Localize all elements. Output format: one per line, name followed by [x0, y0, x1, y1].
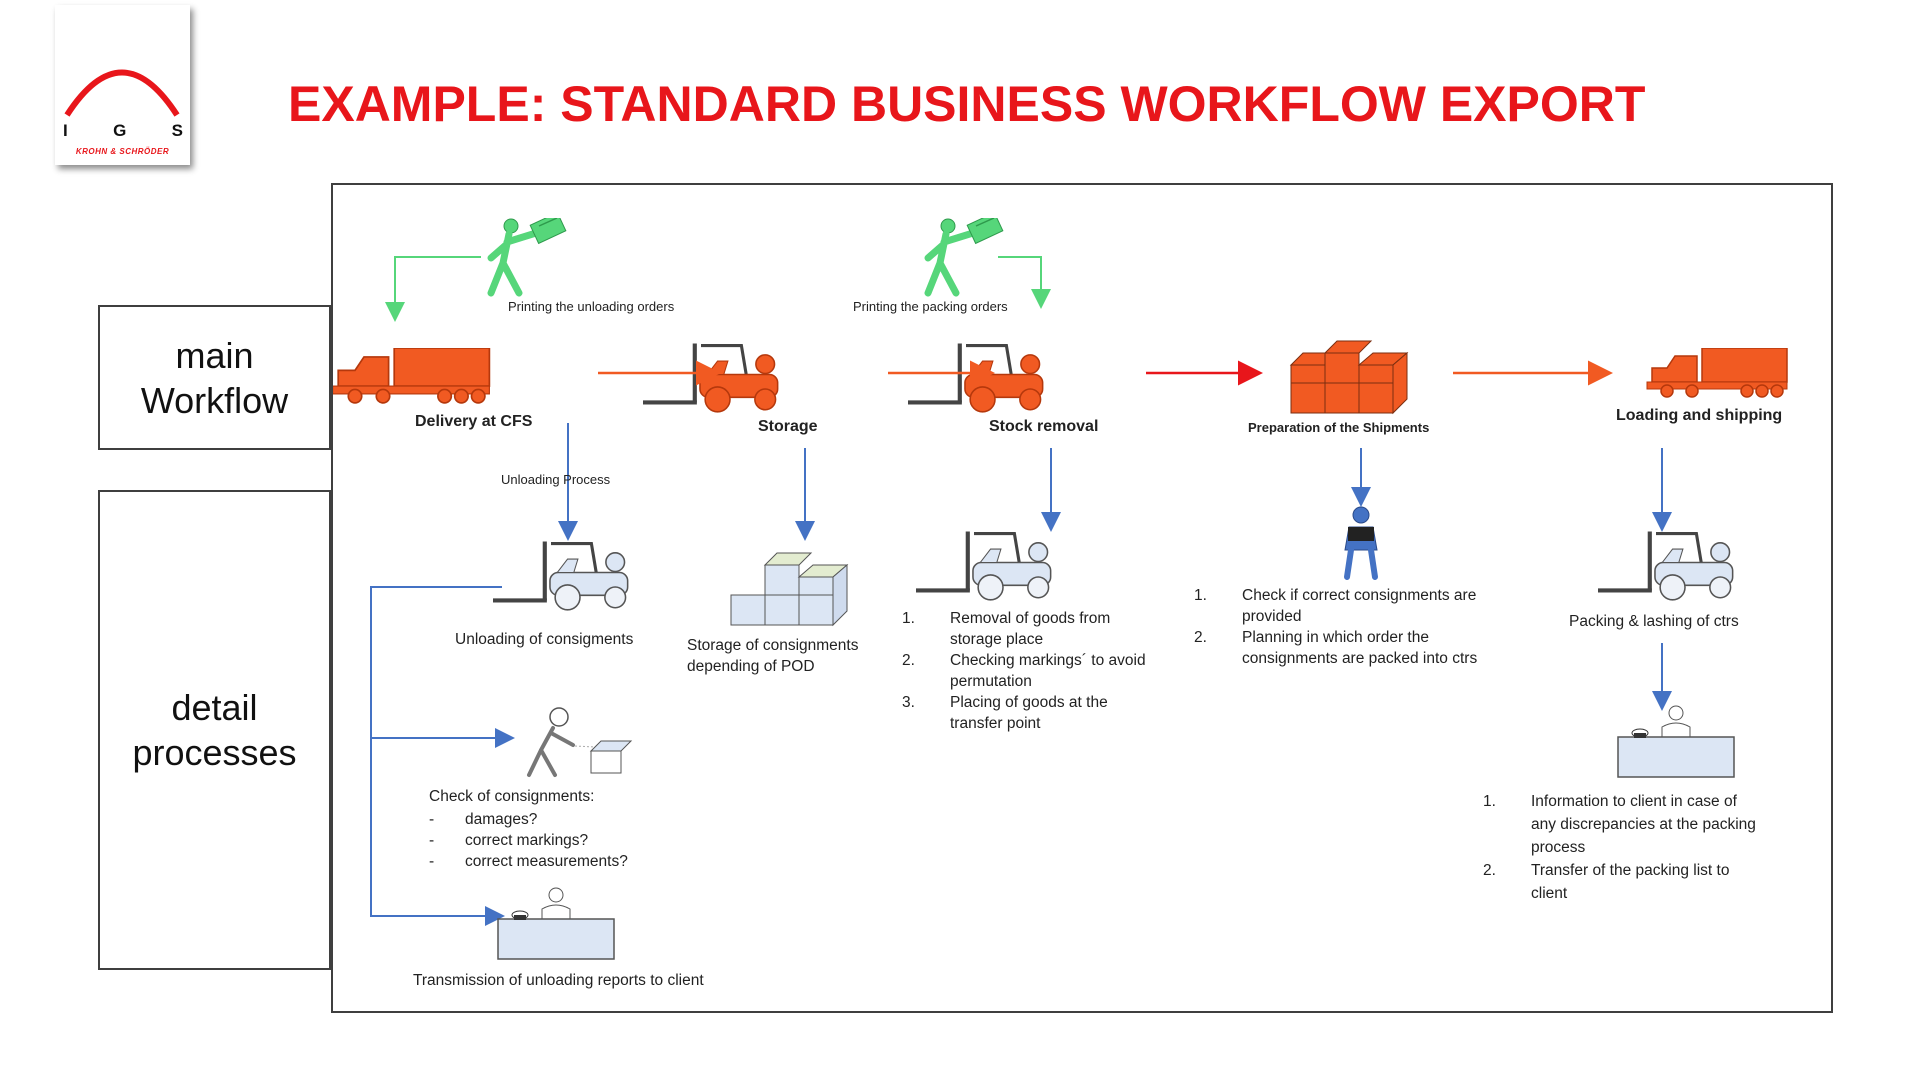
check-title: Check of consignments:	[429, 788, 595, 805]
desk-with-phone-icon	[1617, 705, 1735, 778]
arrow-print-packing	[998, 256, 1051, 309]
workflow-graphics	[333, 185, 1788, 960]
check-list: -damages? -correct markings? -correct me…	[429, 809, 628, 872]
list-item: 3.Placing of goods at the transfer point	[902, 694, 1108, 732]
forklift-icon	[916, 531, 1051, 599]
stage-loading: Loading and shipping	[1616, 407, 1783, 424]
worker-with-order-icon	[928, 213, 1003, 293]
list-item: 1.Information to client in case of any d…	[1483, 793, 1756, 856]
list-item: -correct markings?	[429, 832, 589, 849]
forklift-icon	[493, 541, 628, 609]
transmission-detail: Transmission of unloading reports to cli…	[413, 972, 704, 989]
truck-icon	[1646, 348, 1788, 398]
logo-letter-s: S	[171, 121, 183, 140]
inspector-with-box-icon	[527, 707, 633, 777]
stock-removal-list: 1.Removal of goods from storage place 2.…	[902, 608, 1146, 734]
list-item: 2.Planning in which order the consignmen…	[1194, 629, 1478, 667]
list-item: 1.Removal of goods from storage place	[902, 610, 1111, 648]
forklift-icon	[1598, 531, 1733, 599]
main-workflow-label: main Workflow	[98, 305, 331, 450]
person-icon	[1344, 506, 1378, 580]
storage-detail: Storage of consignments depending of POD	[687, 637, 859, 675]
unloading-process-label: Unloading Process	[501, 472, 611, 487]
stage-preparation: Preparation of the Shipments	[1248, 420, 1430, 435]
logo-letter-g: G	[113, 121, 127, 140]
worker-with-order-icon	[491, 213, 566, 293]
desk-with-phone-icon	[497, 887, 615, 960]
preparation-list: 1.Check if correct consignments are prov…	[1194, 585, 1477, 669]
printing-packing-label: Printing the packing orders	[853, 299, 1008, 314]
list-item: -damages?	[429, 811, 538, 828]
packing-detail: Packing & lashing of ctrs	[1569, 613, 1739, 630]
arrow-print-unloading	[385, 256, 481, 322]
stage-delivery: Delivery at CFS	[415, 413, 533, 430]
list-item: 2.Checking markings´ to avoid permutatio…	[902, 652, 1146, 690]
stage-stock-removal: Stock removal	[989, 418, 1099, 435]
boxes-stack-icon	[730, 552, 849, 627]
unloading-detail: Unloading of consigments	[455, 631, 634, 648]
igs-logo-arc	[64, 69, 180, 117]
boxes-stack-icon	[1289, 340, 1409, 415]
stage-storage: Storage	[758, 418, 818, 435]
page-title: EXAMPLE: STANDARD BUSINESS WORKFLOW EXPO…	[288, 76, 1646, 132]
truck-icon	[333, 348, 491, 404]
list-item: 1.Check if correct consignments are prov…	[1194, 587, 1477, 625]
logo-subtitle: KROHN & SCHRÖDER	[75, 147, 170, 156]
forklift-icon	[643, 343, 778, 411]
list-item: -correct measurements?	[429, 853, 628, 870]
logo-letter-i: I	[63, 121, 68, 140]
igs-logo: I G S KROHN & SCHRÖDER	[55, 5, 190, 165]
list-item: 2.Transfer of the packing list to client	[1483, 862, 1730, 902]
detail-processes-label: detail processes	[98, 490, 331, 970]
loading-list: 1.Information to client in case of any d…	[1483, 790, 1756, 905]
forklift-icon	[908, 343, 1043, 411]
logo-letters: I G S	[59, 121, 187, 141]
printing-unloading-label: Printing the unloading orders	[508, 299, 675, 314]
workflow-diagram: Printing the unloading orders Printing t…	[331, 183, 1833, 1013]
